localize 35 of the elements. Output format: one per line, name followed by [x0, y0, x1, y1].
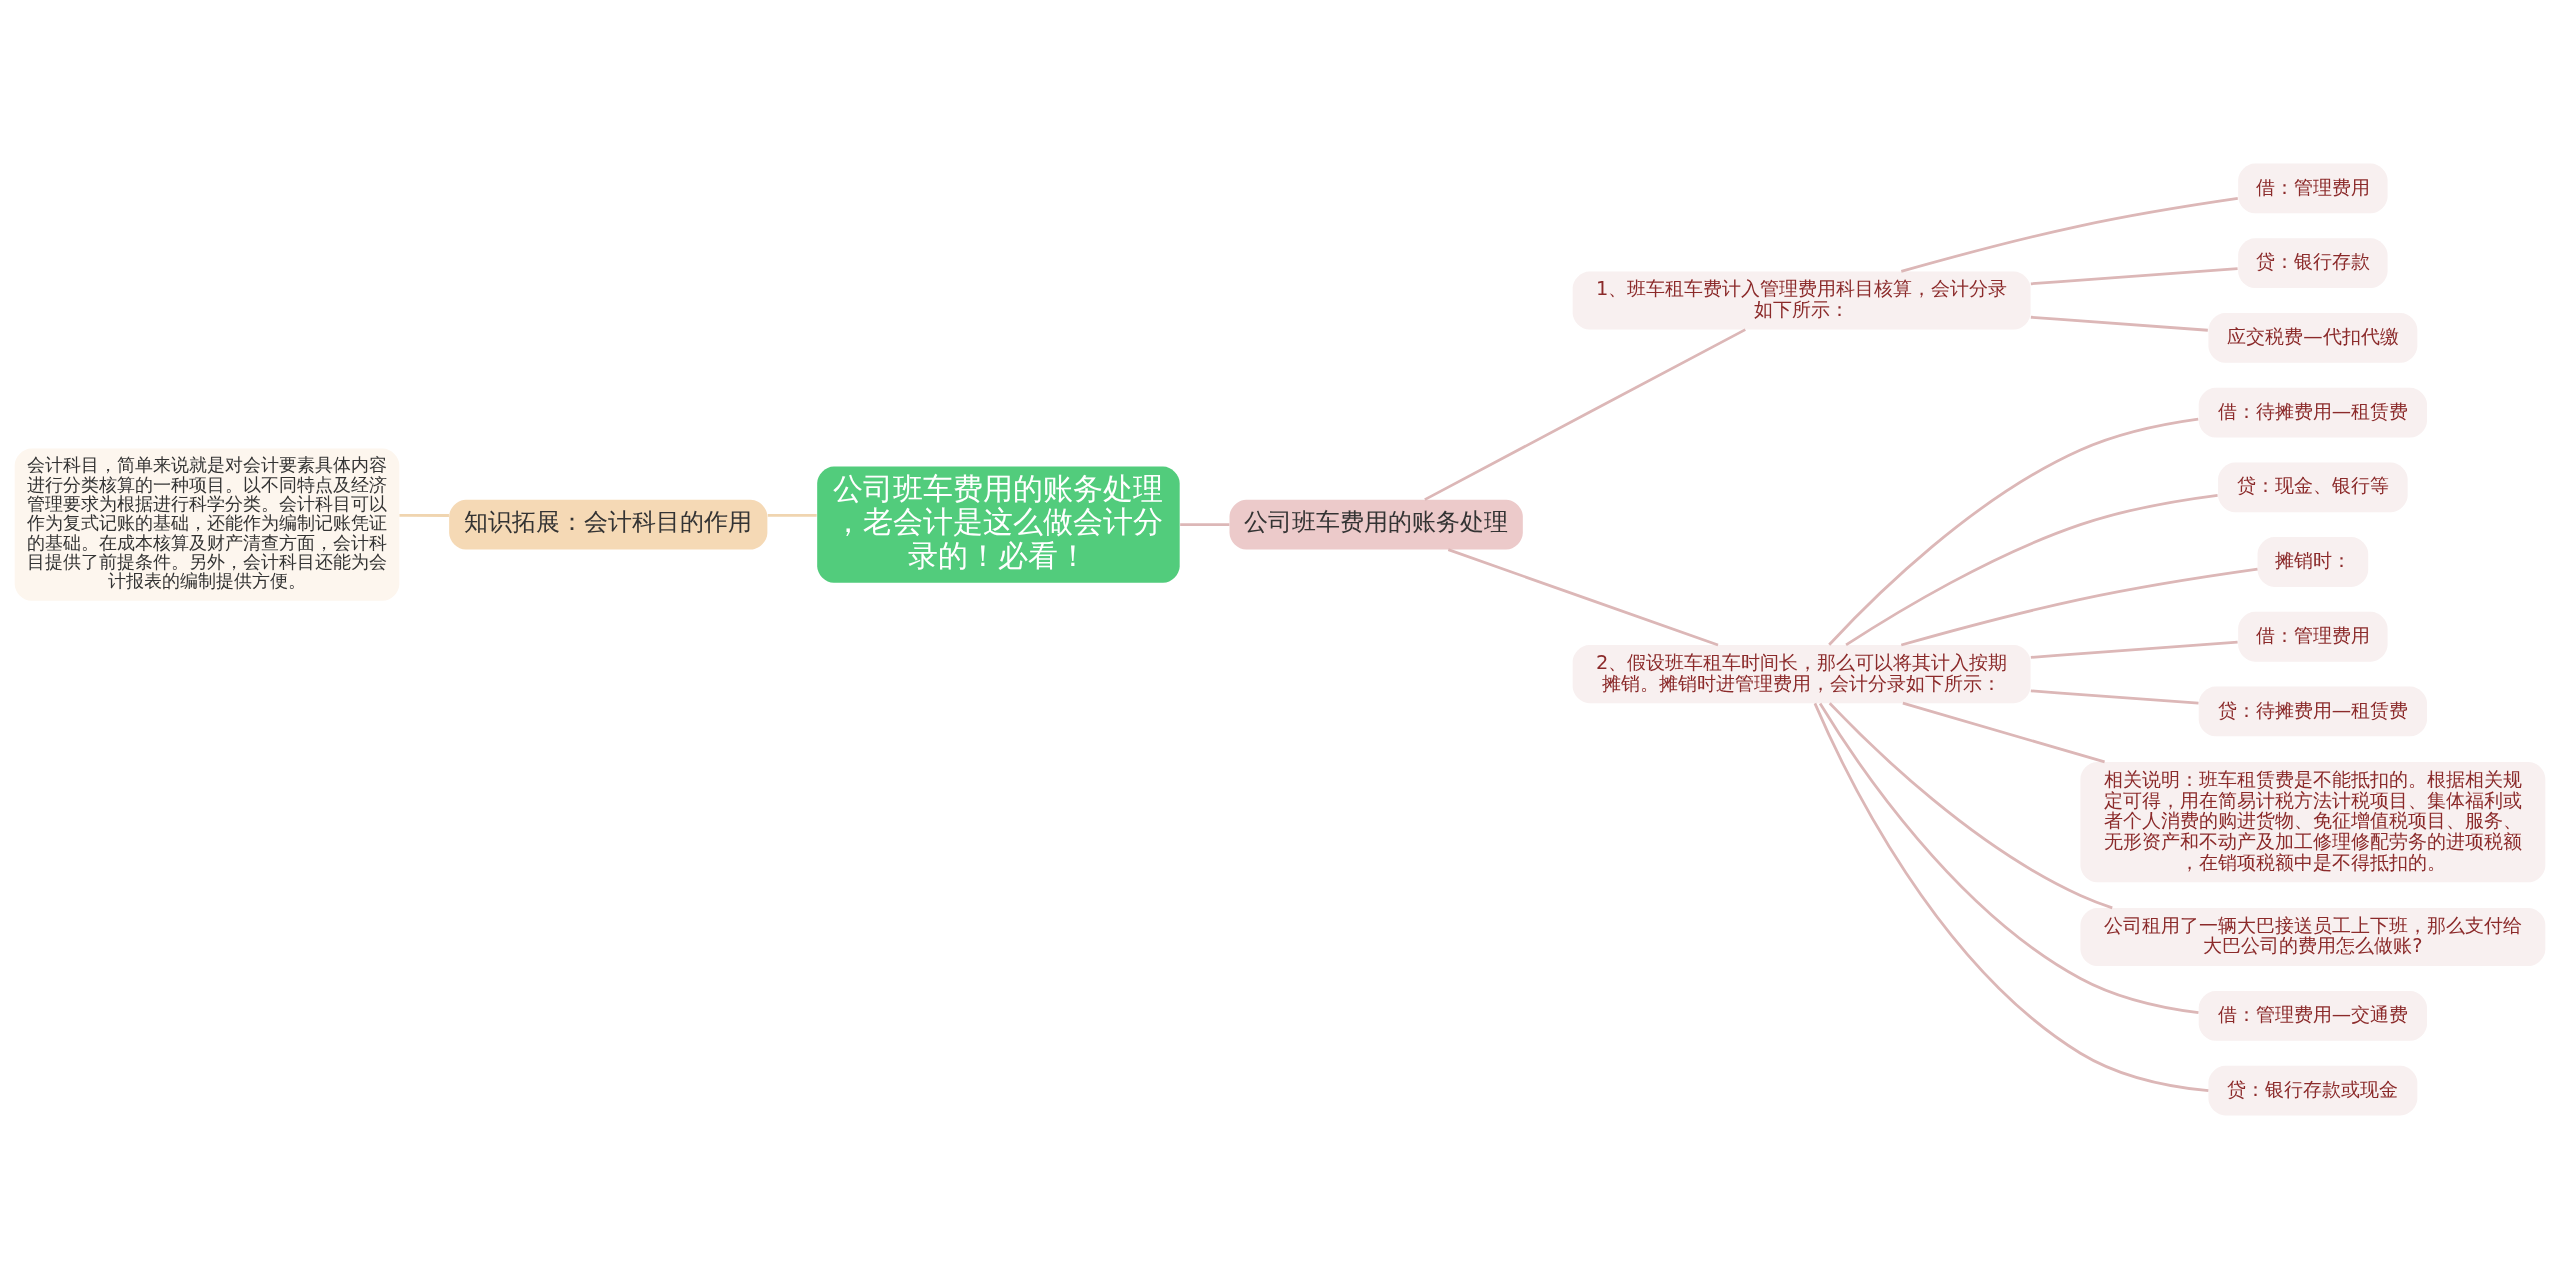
- connector: [1180, 523, 1230, 527]
- connector: [1813, 702, 2209, 1093]
- connector: [1424, 328, 1746, 501]
- connector: [767, 513, 817, 517]
- connector: [1902, 701, 2105, 764]
- node-box: 摊销时：: [2257, 537, 2369, 587]
- connector: [1900, 197, 2238, 273]
- node-box: 贷：银行存款: [2238, 238, 2388, 289]
- connector: [1447, 548, 1719, 647]
- node-box: 公司班车费用的账务处理，老会计是这么做会计分录的！必看！: [817, 466, 1180, 583]
- connector: [2030, 689, 2199, 705]
- node-box: 公司租用了一辆大巴接送员工上下班，那么支付给大巴公司的费用怎么做账?: [2080, 907, 2546, 967]
- connector: [399, 513, 449, 517]
- connector: [1845, 493, 2218, 647]
- node-box: 贷：银行存款或现金: [2208, 1065, 2418, 1116]
- node-box: 借：管理费用: [2238, 611, 2388, 662]
- connector: [2030, 267, 2238, 286]
- node-box: 贷：待摊费用—租赁费: [2198, 686, 2427, 737]
- node-box: 借：管理费用—交通费: [2198, 990, 2427, 1041]
- node-box: 借：待摊费用—租赁费: [2198, 387, 2427, 438]
- node-box: 借：管理费用: [2238, 163, 2388, 214]
- node-box: 知识拓展：会计科目的作用: [449, 499, 768, 550]
- node-box: 公司班车费用的账务处理: [1229, 499, 1523, 550]
- node-box: 1、班车租车费计入管理费用科目核算，会计分录如下所示：: [1572, 271, 2031, 330]
- node-box: 会计科目，简单来说就是对会计要素具体内容进行分类核算的一种项目。以不同特点及经济管理要求为根据进行科学分类。会计科目可以作为复式记账的基础，还能作为编制记账凭证的基础。在成本核算及财产清查方面，会计科目提供了前提条件。另外，会计科目还能为会计报表的编制提供方便。: [14, 448, 400, 601]
- connector: [2030, 315, 2208, 332]
- node-box: 相关说明：班车租赁费是不能抵扣的。根据相关规定可得，用在简易计税方法计税项目、集体福利或者个人消费的购进货物、免征增值税项目、服务、无形资产和不动产及加工修理修配劳务的进项税额，在销项税额中是不得抵扣的。: [2080, 761, 2546, 883]
- node-box: 贷：现金、银行等: [2218, 462, 2408, 513]
- connector: [1900, 567, 2258, 647]
- node-box: 应交税费—代扣代缴: [2208, 312, 2418, 363]
- connector: [1828, 417, 2199, 646]
- node-box: 2、假设班车租车时间长，那么可以将其计入按期摊销。摊销时进管理费用，会计分录如下所示：: [1572, 645, 2031, 704]
- connector: [2030, 640, 2238, 659]
- connector: [1828, 702, 2113, 910]
- connector: [1818, 702, 2199, 1015]
